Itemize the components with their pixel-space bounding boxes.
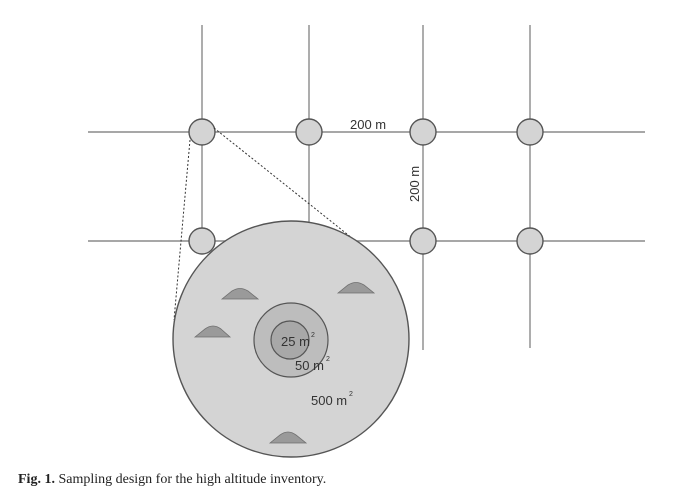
terrain-mound-icon (268, 431, 308, 444)
plot-label-inner-sup: 2 (311, 332, 315, 339)
sample-point (516, 118, 544, 146)
plot-label-outer-sup: 2 (349, 391, 353, 398)
terrain-mound-icon (193, 325, 232, 338)
plot-label-middle: 50 m (295, 358, 324, 373)
sample-point (188, 118, 216, 146)
sample-point (295, 118, 323, 146)
plot-label-inner: 25 m (281, 334, 310, 349)
zoom-line-right (213, 127, 353, 239)
sample-point (409, 118, 437, 146)
sample-point (409, 227, 437, 255)
plot-label-middle-sup: 2 (326, 356, 330, 363)
plot-inner-circle (270, 320, 310, 360)
figure-caption: Fig. 1. Sampling design for the high alt… (18, 472, 326, 488)
spacing-label-horizontal: 200 m (350, 117, 386, 132)
sample-point (516, 227, 544, 255)
sample-point (188, 227, 216, 255)
figure-label: Fig. 1. (18, 472, 55, 487)
terrain-mound-icon (220, 288, 260, 300)
terrain-mound-icon (336, 282, 376, 294)
spacing-label-vertical: 200 m (407, 166, 422, 202)
plot-label-outer: 500 m (311, 393, 347, 408)
figure-caption-text: Sampling design for the high altitude in… (58, 472, 327, 487)
